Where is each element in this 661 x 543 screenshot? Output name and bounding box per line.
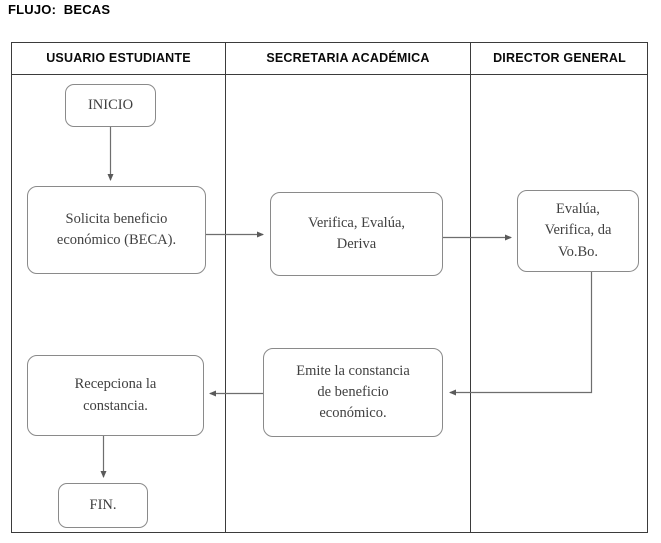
node-emite-constancia[interactable]: Emite la constancia de beneficio económi…: [263, 348, 443, 437]
lane-header-secretaria-academica: SECRETARIA ACADÉMICA: [266, 51, 430, 65]
header-divider: [12, 74, 647, 75]
lane-header-usuario-estudiante: USUARIO ESTUDIANTE: [46, 51, 191, 65]
node-solicita-beneficio[interactable]: Solicita beneficio económico (BECA).: [27, 186, 206, 274]
swimlane-table: USUARIO ESTUDIANTE SECRETARIA ACADÉMICA …: [11, 42, 648, 533]
node-verifica-evalua-deriva[interactable]: Verifica, Evalúa, Deriva: [270, 192, 443, 276]
lane-divider-1: [225, 43, 226, 532]
node-fin[interactable]: FIN.: [58, 483, 148, 528]
lane-header-director-general: DIRECTOR GENERAL: [493, 51, 626, 65]
node-evalua-verifica-vobo[interactable]: Evalúa, Verifica, da Vo.Bo.: [517, 190, 639, 272]
node-recepciona-constancia[interactable]: Recepciona la constancia.: [27, 355, 204, 436]
page-title: FLUJO: BECAS: [8, 2, 111, 17]
node-inicio[interactable]: INICIO: [65, 84, 156, 127]
lane-divider-2: [470, 43, 471, 532]
edge-vobo-to-emite: [449, 272, 593, 396]
